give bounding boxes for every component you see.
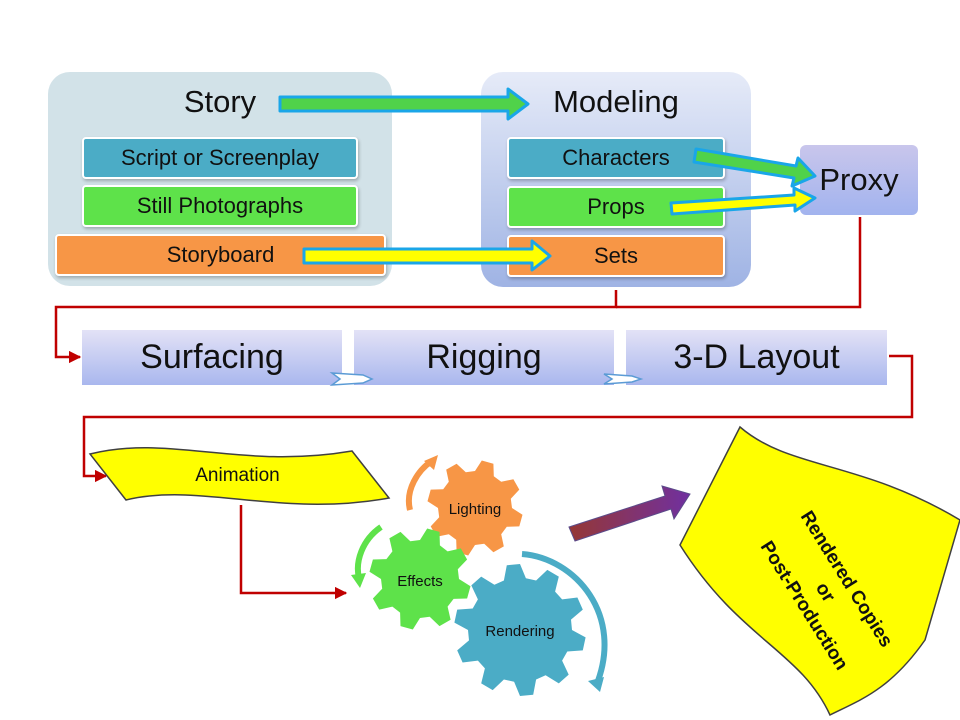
gear-rendering-shape [454, 564, 586, 696]
rendering-cycle-arc [521, 551, 608, 688]
modeling-to-surfacing-connector [54, 290, 618, 364]
gear-effects-shape [369, 528, 471, 630]
3d-layout-stage: 3-D Layout [626, 330, 887, 385]
lighting-gear [427, 460, 523, 556]
characters-to-proxy-arrow [692, 147, 817, 188]
effects-gear [369, 528, 471, 630]
props-to-proxy-arrow [669, 186, 817, 216]
storyboard-to-sets-arrow [302, 239, 552, 272]
proxy-box: Proxy [800, 145, 918, 215]
rendering-cycle-arrowhead [588, 677, 604, 692]
surfacing-to-rigging-chevron [329, 372, 374, 386]
characters-box: Characters [507, 137, 725, 179]
script-or-screenplay-box: Script or Screenplay [82, 137, 358, 179]
lighting-cycle-arrowhead [424, 455, 438, 470]
story-title: Story [183, 84, 257, 119]
animation-to-effects-connector [239, 505, 348, 600]
effects-cycle-arc [355, 524, 383, 579]
layout-to-animation-connector [82, 354, 914, 483]
animation-banner [88, 446, 391, 505]
effects-label: Effects [397, 573, 443, 590]
effects-cycle-arrowhead [351, 573, 366, 588]
animation-label: Animation [195, 465, 280, 486]
gear-lighting-shape [427, 460, 523, 556]
to-output-arrow [568, 485, 691, 542]
rigging-to-layout-chevron [603, 373, 644, 385]
modeling-title: Modeling [553, 84, 679, 119]
output-banner [679, 425, 960, 717]
proxy-connector [616, 217, 862, 309]
story-to-modeling-arrow [278, 87, 530, 121]
rendering-label: Rendering [485, 623, 555, 640]
lighting-cycle-arc [405, 458, 434, 511]
rigging-stage: Rigging [354, 330, 614, 385]
still-photographs-box: Still Photographs [82, 185, 358, 227]
surfacing-stage: Surfacing [82, 330, 342, 385]
rendering-gear [454, 564, 586, 696]
lighting-label: Lighting [448, 501, 502, 518]
